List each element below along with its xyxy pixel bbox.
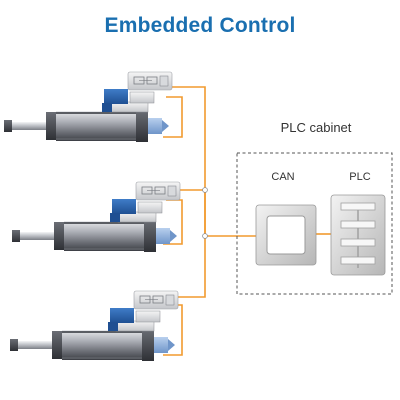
- can-module: [255, 204, 317, 266]
- diagram-title: Embedded Control: [104, 14, 296, 37]
- actuator-1: [3, 71, 173, 143]
- wire-junction: [202, 233, 208, 239]
- actuator-2: [11, 181, 181, 253]
- plc-module: [330, 194, 386, 276]
- plc-label: PLC: [349, 171, 371, 183]
- wire-junctions: [202, 187, 208, 239]
- plc-cabinet-box: [236, 152, 393, 295]
- plc-cabinet-label: PLC cabinet: [280, 120, 352, 135]
- can-label: CAN: [271, 171, 295, 183]
- actuator-3: [9, 290, 179, 362]
- wiring: [163, 86, 331, 356]
- wire-junction: [202, 187, 208, 193]
